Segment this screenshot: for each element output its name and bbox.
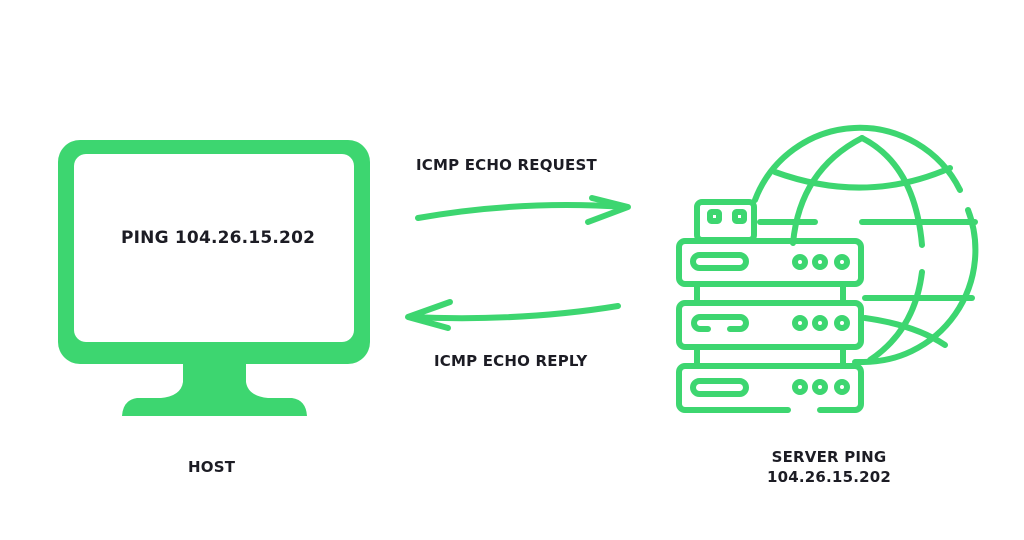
arrow-right-icon [415,195,631,225]
host-screen-text: PING 104.26.15.202 [121,228,316,248]
server-label-line2: 104.26.15.202 [766,468,892,486]
request-label: ICMP ECHO REQUEST [416,156,597,174]
monitor-frame [58,140,370,364]
server-label-line1: SERVER PING [771,448,887,466]
server-globe-icon [676,124,979,413]
monitor-icon [58,140,370,416]
host-label: HOST [188,458,236,476]
arrow-left-icon [405,299,621,331]
globe-icon [752,124,979,366]
reply-label: ICMP ECHO REPLY [434,352,588,370]
monitor-stand [122,362,307,416]
server-label: SERVER PING 104.26.15.202 [764,448,894,486]
server-rack-icon [676,199,864,413]
